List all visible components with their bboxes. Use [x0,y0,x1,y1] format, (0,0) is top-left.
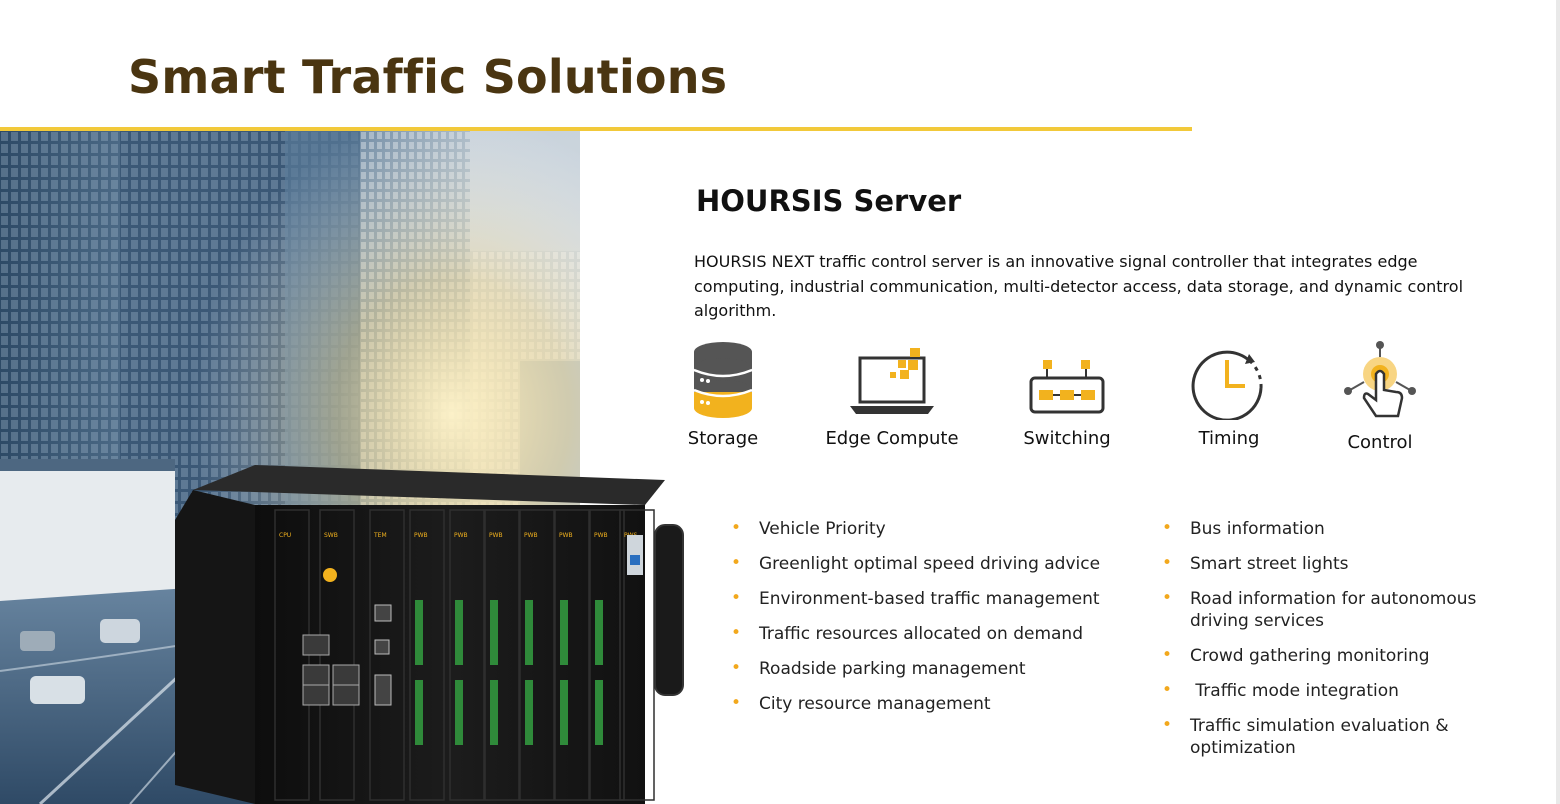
card-slot [554,509,590,801]
feature-label: Storage [687,428,759,449]
feature-control: Control [1300,340,1460,453]
terminal-block [490,600,498,665]
feature-label: Switching [1023,428,1111,449]
terminal-block [525,600,533,665]
terminal-block [455,680,463,745]
slide-title: Smart Traffic Solutions [128,50,728,104]
card-slot [449,509,485,801]
server-chassis-image: CPUSWBTEMPWBPWBPWBPWBPWBPWBPWS [175,465,695,804]
database-icon [693,342,753,418]
touch-control-icon [1344,341,1416,418]
card-label: PWB [559,532,573,539]
list-item: •Bus information [1162,518,1325,539]
terminal-block [595,680,603,745]
list-item: •Crowd gathering monitoring [1162,645,1430,666]
card-slot [409,509,445,801]
list-item: •Vehicle Priority [731,518,886,539]
feature-label: Timing [1198,428,1260,449]
title-underline [0,127,1192,131]
slide-edge [1556,0,1560,804]
list-item: •Road information for autonomous driving… [1162,588,1477,631]
terminal-block [560,680,568,745]
card-label: PWB [414,532,428,539]
terminal-block [595,600,603,665]
list-item: •Smart street lights [1162,553,1349,574]
feature-edge-compute: Edge Compute [812,340,972,449]
feature-label: Control [1347,432,1413,453]
section-description: HOURSIS NEXT traffic control server is a… [694,252,1464,320]
feature-timing: Timing [1149,340,1309,449]
terminal-block [455,600,463,665]
card-slot [484,509,520,801]
benefits-list-left: •Vehicle Priority •Greenlight optimal sp… [731,518,1131,728]
section-title: HOURSIS Server [696,184,962,218]
card-label: CPU [279,532,291,539]
network-switch-icon [1029,360,1105,414]
feature-label: Edge Compute [825,428,959,449]
benefits-list-right: •Bus information •Smart street lights •R… [1162,518,1492,772]
list-item: •Traffic simulation evaluation & optimiz… [1162,715,1449,758]
card-label: PWB [454,532,468,539]
terminal-block [415,600,423,665]
list-item: •Roadside parking management [731,658,1026,679]
card-label: TEM [373,532,387,539]
list-item: •Environment-based traffic management [731,588,1100,609]
list-item: •Traffic resources allocated on demand [731,623,1083,644]
card-slot [519,509,555,801]
card-label: PWB [489,532,503,539]
card-label: PWB [594,532,608,539]
card-slot [589,509,625,801]
list-item: • Traffic mode integration [1162,680,1399,701]
card-label: PWB [524,532,538,539]
clock-icon [1191,350,1263,420]
terminal-block [525,680,533,745]
list-item: •Greenlight optimal speed driving advice [731,553,1101,574]
feature-storage: Storage [643,340,803,449]
card-label: SWB [324,532,338,539]
laptop-icon [850,348,934,414]
card-slot [619,509,655,801]
terminal-block [415,680,423,745]
list-item: •City resource management [731,693,991,714]
card-slot [369,509,405,801]
terminal-block [560,600,568,665]
terminal-block [490,680,498,745]
feature-switching: Switching [987,340,1147,449]
